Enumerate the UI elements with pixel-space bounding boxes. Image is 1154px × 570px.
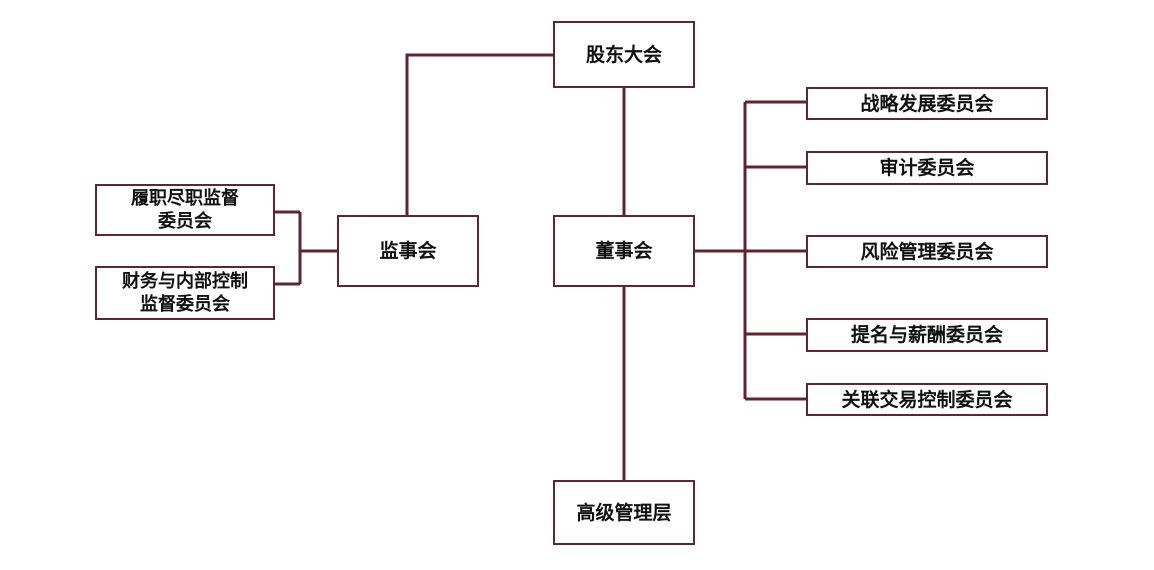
shareholders-meeting-label: 股东大会 <box>585 43 662 66</box>
audit-committee-label: 审计委员会 <box>879 157 975 179</box>
board-of-directors-box: 董事会 <box>553 215 695 287</box>
connector-shareholders-supervisors <box>405 53 555 215</box>
related-transaction-committee-label: 关联交易控制委员会 <box>841 388 1013 411</box>
related-transaction-committee-box: 关联交易控制委员会 <box>806 383 1048 416</box>
duty-performance-committee-line1: 履职尽职监督 <box>131 188 239 209</box>
nomination-remuneration-committee-box: 提名与薪酬委员会 <box>806 318 1048 352</box>
board-of-directors-label: 董事会 <box>595 240 653 262</box>
finance-internal-control-committee-box: 财务与内部控制 监督委员会 <box>95 266 275 320</box>
risk-committee-box: 风险管理委员会 <box>806 235 1048 268</box>
nomination-remuneration-committee-label: 提名与薪酬委员会 <box>850 324 1003 346</box>
finance-internal-control-committee-line1: 财务与内部控制 <box>122 271 248 292</box>
strategy-committee-box: 战略发展委员会 <box>806 87 1048 120</box>
senior-management-label: 高级管理层 <box>576 501 672 524</box>
risk-committee-label: 风险管理委员会 <box>860 240 994 263</box>
board-of-supervisors-box: 监事会 <box>337 215 479 287</box>
strategy-committee-label: 战略发展委员会 <box>860 92 994 115</box>
senior-management-box: 高级管理层 <box>553 480 695 545</box>
finance-internal-control-committee-line2: 监督委员会 <box>140 294 230 315</box>
board-of-supervisors-label: 监事会 <box>379 240 437 262</box>
duty-performance-committee-line2: 委员会 <box>158 211 212 232</box>
duty-performance-committee-box: 履职尽职监督 委员会 <box>95 184 275 236</box>
audit-committee-box: 审计委员会 <box>806 151 1048 185</box>
shareholders-meeting-box: 股东大会 <box>553 21 695 88</box>
